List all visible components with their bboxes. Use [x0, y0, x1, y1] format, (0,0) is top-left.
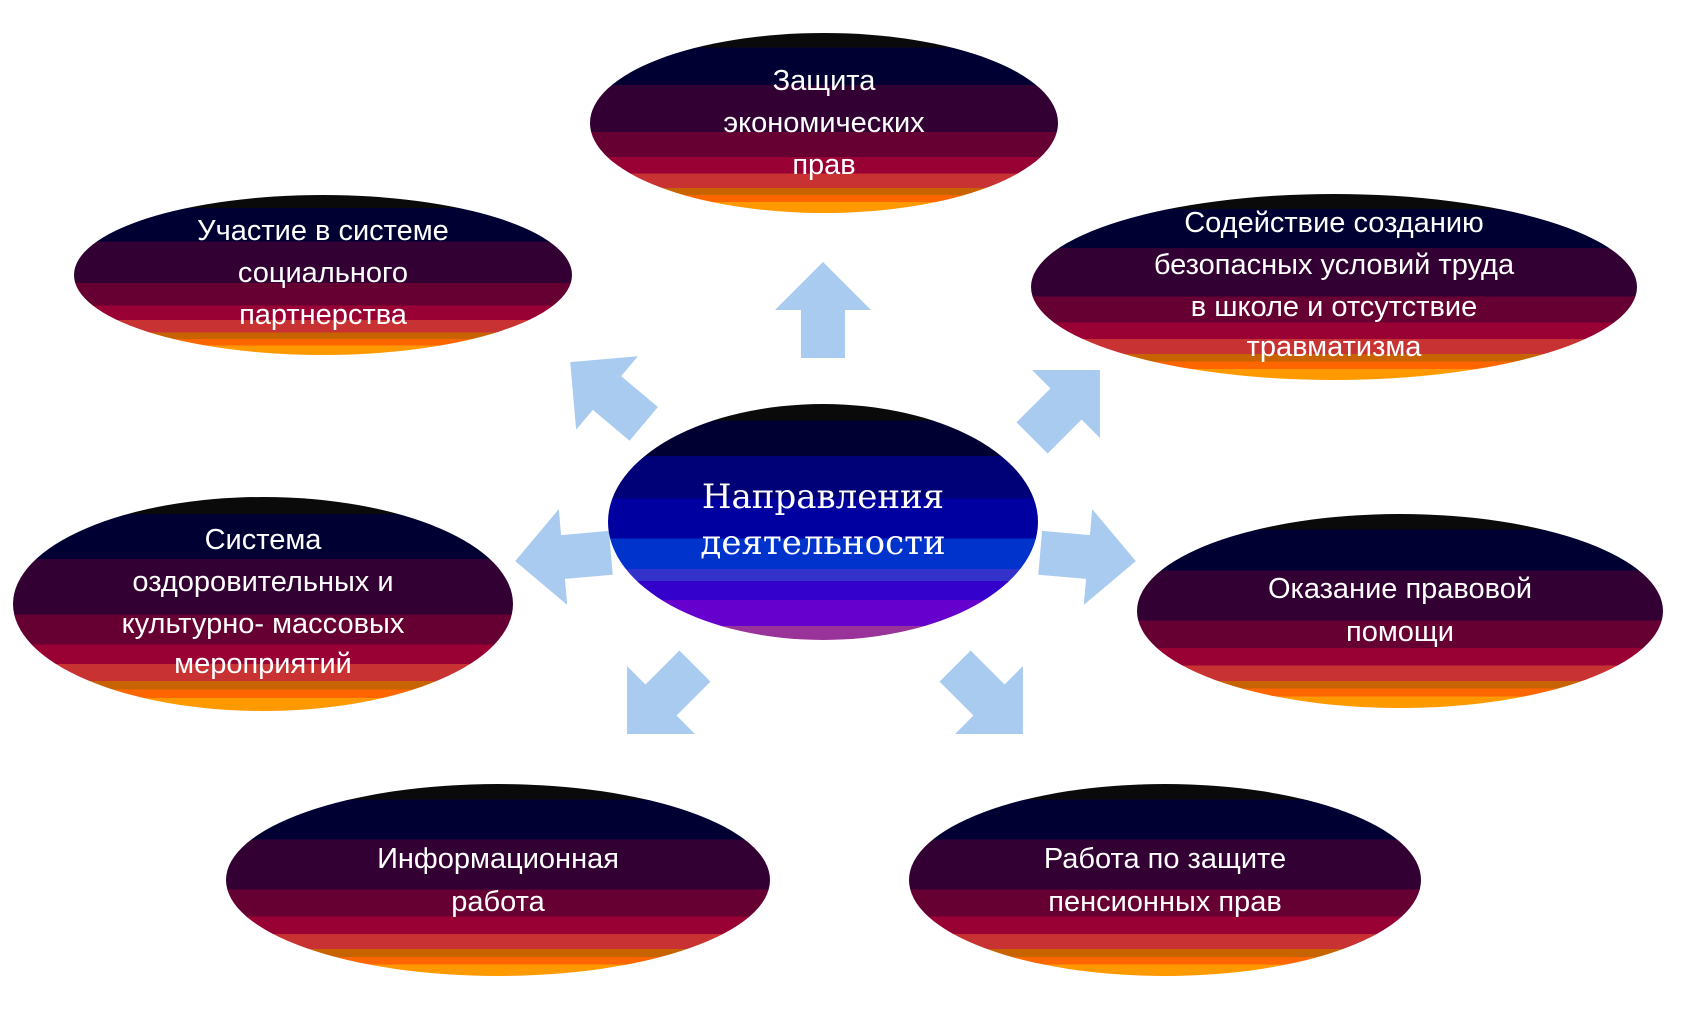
- arrow-up-right-icon: [998, 336, 1134, 472]
- arrow-right-icon: [1035, 504, 1141, 610]
- arrow-up-icon: [775, 262, 871, 358]
- arrow-left-icon: [510, 504, 616, 610]
- arrow-up-left-icon: [539, 325, 675, 461]
- arrow-down-right-icon: [921, 632, 1057, 768]
- arrow-down-left-icon: [593, 632, 729, 768]
